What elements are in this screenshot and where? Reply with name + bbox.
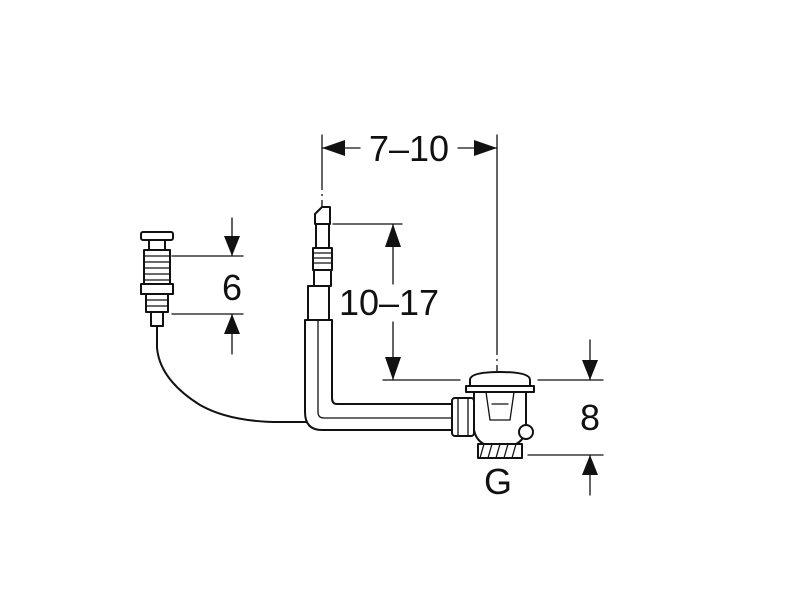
dimension-7-10: 7–10 [321,128,498,346]
dimension-8: 8 [527,339,604,496]
overflow-riser [304,180,456,431]
waste-fitting: G [451,345,535,502]
dimension-label-10-17: 10–17 [339,282,439,323]
thread-label-g: G [484,461,512,502]
dimension-10-17: 10–17 [332,223,461,381]
push-button-actuator [140,231,456,423]
dimension-6: 6 [171,217,244,355]
dimension-label-6: 6 [222,267,242,308]
dimension-label-8: 8 [580,397,600,438]
dimension-label-7-10: 7–10 [369,128,449,169]
